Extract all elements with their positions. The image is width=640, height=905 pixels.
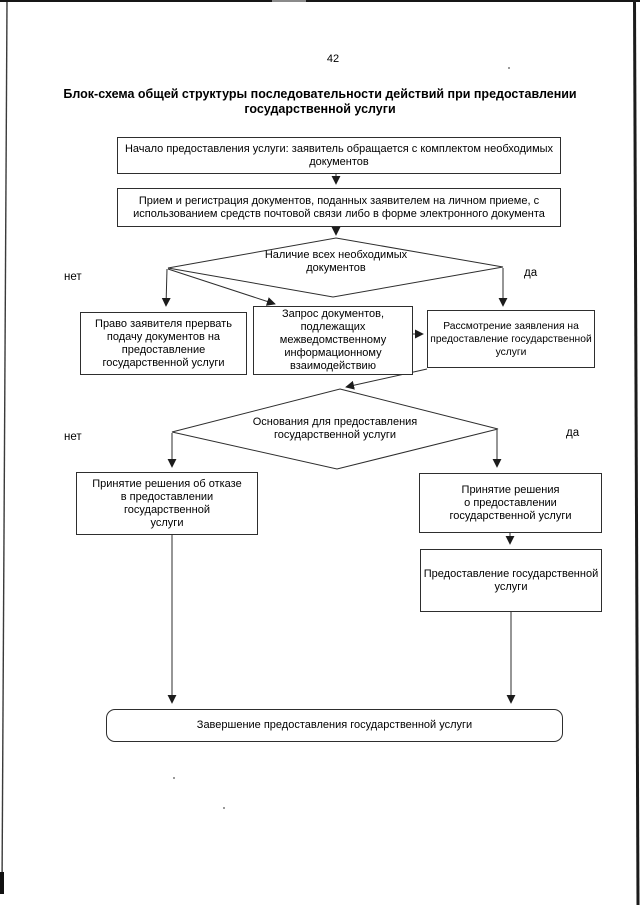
branch-label-no-2: нет bbox=[64, 431, 82, 443]
node-decision-documents-label: Наличие всех необходимых документов bbox=[264, 249, 408, 274]
node-reception: Прием и регистрация документов, поданных… bbox=[117, 188, 561, 227]
node-start: Начало предоставления услуги: заявитель … bbox=[117, 137, 561, 174]
node-refusal-decision: Принятие решения об отказе в предоставле… bbox=[76, 472, 258, 535]
node-review-application: Рассмотрение заявления на предоставление… bbox=[427, 310, 595, 368]
branch-label-yes-2: да bbox=[566, 427, 580, 439]
branch-label-yes-1: да bbox=[524, 267, 538, 279]
scan-speck bbox=[223, 807, 225, 809]
scan-speck bbox=[173, 777, 175, 779]
decision-diamond-grounds bbox=[171, 388, 499, 470]
node-right-to-interrupt: Право заявителя прервать подачу документ… bbox=[80, 312, 247, 375]
decision-diamond-documents bbox=[167, 237, 504, 298]
branch-label-no-1: нет bbox=[64, 271, 82, 283]
node-request-documents: Запрос документов, подлежащих межведомст… bbox=[253, 306, 413, 375]
document-title: Блок-схема общей структуры последователь… bbox=[63, 87, 577, 116]
node-end: Завершение предоставления государственно… bbox=[106, 709, 563, 742]
scan-speck bbox=[508, 67, 510, 69]
page-number: 42 bbox=[326, 53, 340, 65]
node-service-provision: Предоставление государственной услуги bbox=[420, 549, 602, 612]
node-approval-decision: Принятие решения о предоставлении госуда… bbox=[419, 473, 602, 533]
node-decision-grounds-label: Основания для предоставления государстве… bbox=[252, 416, 418, 441]
flow-arrows bbox=[161, 173, 516, 704]
